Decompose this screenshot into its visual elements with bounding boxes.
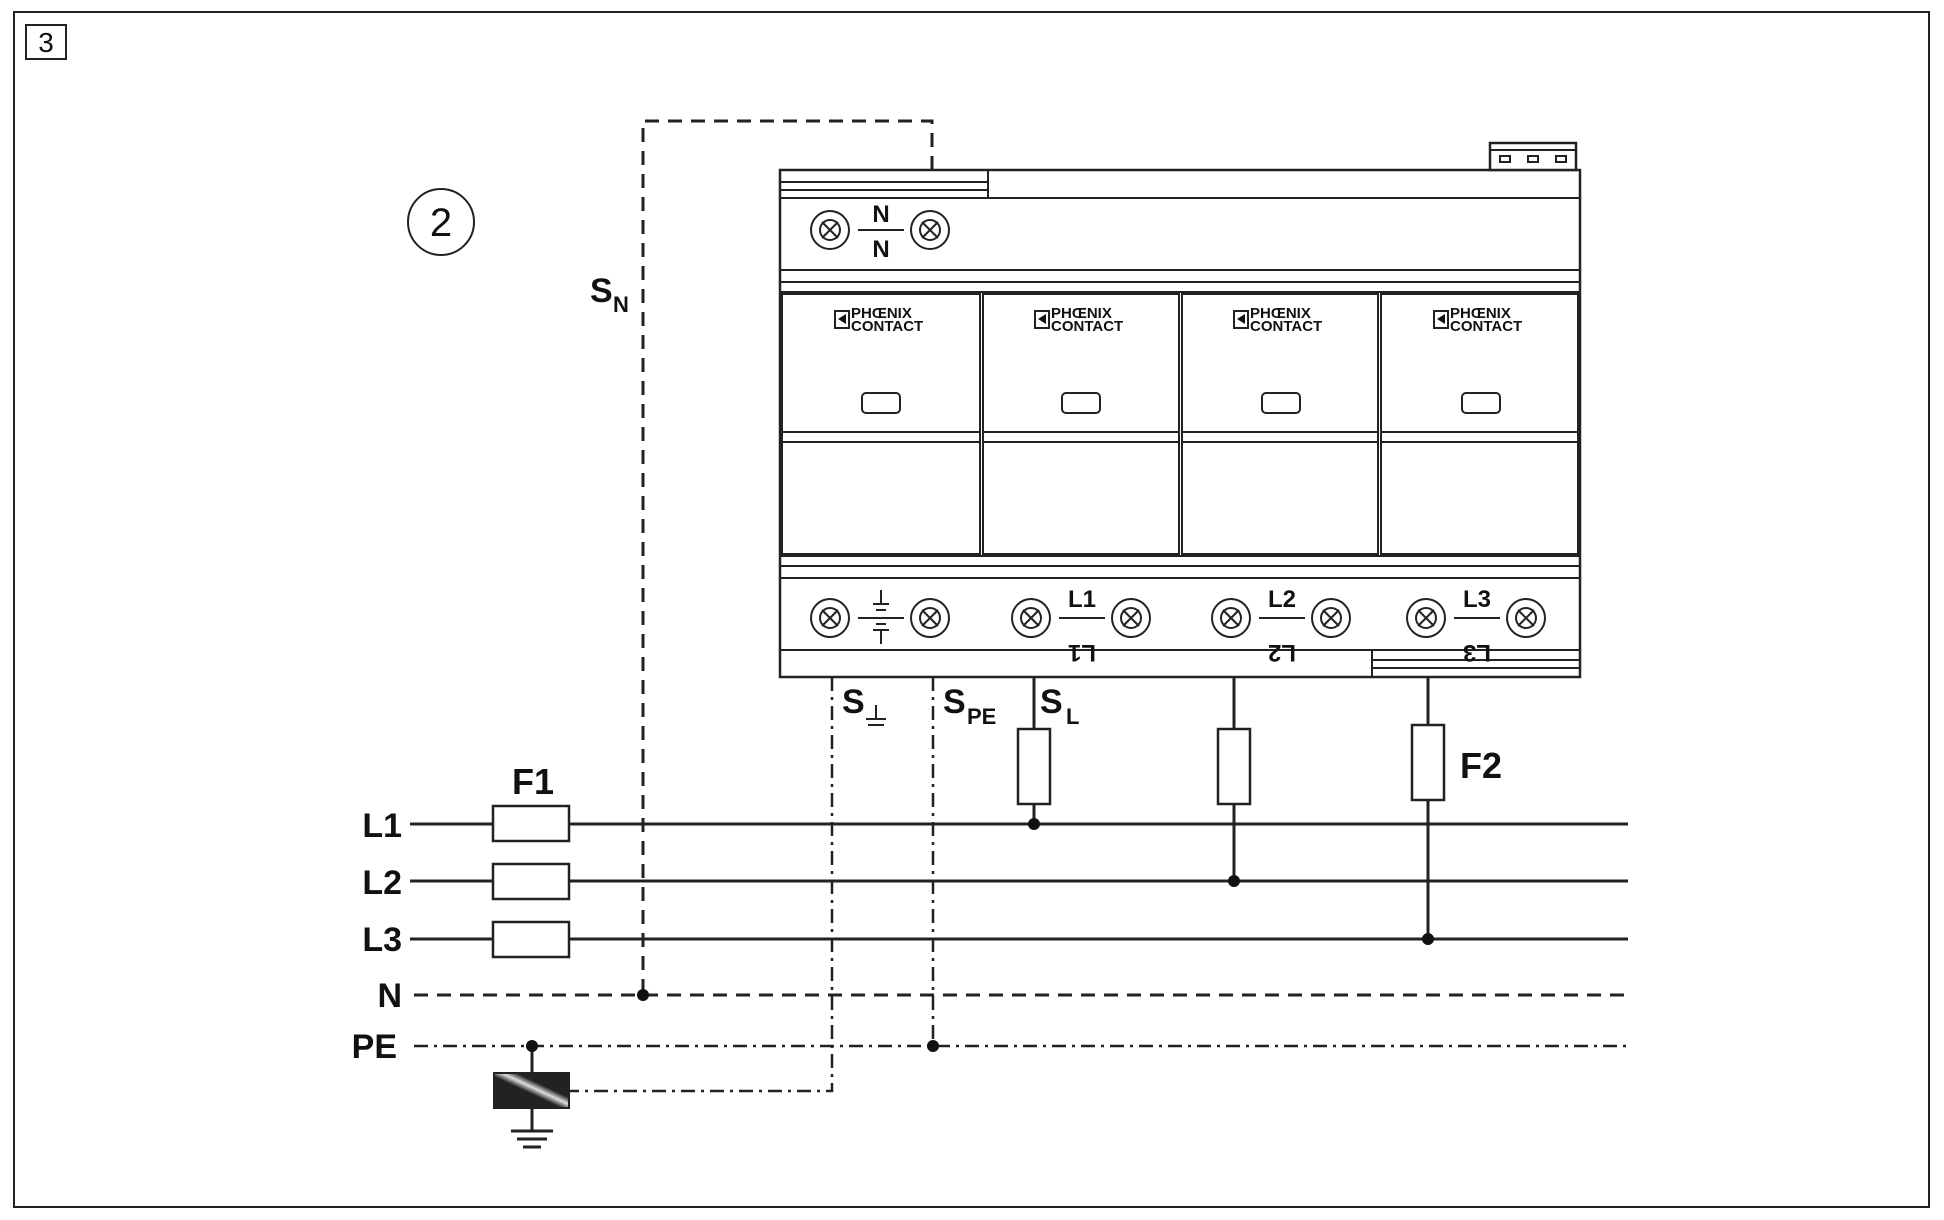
supply-lines: L1 L2 L3 N PE <box>352 807 1628 1066</box>
terminal-l2-upper: L2 <box>1268 586 1296 613</box>
branch-l2 <box>1216 677 1252 887</box>
terminal-l2-lower: L2 <box>1268 639 1296 666</box>
terminal-n-lower: N <box>872 236 889 263</box>
branch-l1 <box>1016 677 1052 830</box>
svg-text:CONTACT: CONTACT <box>851 318 923 335</box>
label-sl-sub: L <box>1066 704 1079 729</box>
protection-modules: PHŒNIX CONTACT PHŒNIX CONTACT <box>781 293 1579 555</box>
label-spe-main: S <box>943 683 966 721</box>
svg-text:PHŒNIX: PHŒNIX <box>1051 305 1112 322</box>
label-sground-main: S <box>842 683 865 721</box>
svg-text:PHŒNIX: PHŒNIX <box>1450 305 1511 322</box>
brand-logo-icon: PHŒNIX CONTACT <box>1233 305 1322 335</box>
terminal-ground <box>810 590 950 644</box>
fuse-f1-l2 <box>491 862 571 901</box>
figure-frame <box>13 11 1930 1208</box>
ground-sub-icon <box>866 705 886 726</box>
connection-spe: S PE <box>927 677 996 1052</box>
label-spe-sub: PE <box>967 704 996 729</box>
label-l2: L2 <box>362 864 402 902</box>
label-l3: L3 <box>362 921 402 959</box>
label-sl-main: S <box>1040 683 1063 721</box>
terminal-l3-upper: L3 <box>1463 586 1491 613</box>
svg-text:CONTACT: CONTACT <box>1250 318 1322 335</box>
fuse-f1-l1 <box>491 804 571 843</box>
callout-number: 2 <box>430 201 452 245</box>
label-f2: F2 <box>1460 745 1502 786</box>
terminal-l1-lower: L1 <box>1068 639 1096 666</box>
branch-l3: F2 <box>1410 677 1502 945</box>
label-sn-main: S <box>590 272 613 310</box>
label-f1: F1 <box>512 761 554 802</box>
callout-2: 2 <box>407 188 475 256</box>
label-pe: PE <box>352 1028 397 1066</box>
terminal-l1-upper: L1 <box>1068 586 1096 613</box>
fuses-f1: F1 <box>491 761 571 959</box>
terminal-l3: L3 L3 <box>1406 586 1546 666</box>
signal-connector <box>1488 141 1578 172</box>
module-2: PHŒNIX CONTACT <box>982 293 1180 555</box>
ground-symbol-icon <box>873 590 889 644</box>
brand-logo-icon: PHŒNIX CONTACT <box>1034 305 1123 335</box>
svg-text:PHŒNIX: PHŒNIX <box>851 305 912 322</box>
surge-protection-device: N N PHŒNIX CONTACT <box>778 141 1582 679</box>
brand-logo-icon: PHŒNIX CONTACT <box>1433 305 1522 335</box>
figure-number-box: 3 <box>25 24 67 60</box>
svg-text:CONTACT: CONTACT <box>1051 318 1123 335</box>
terminal-l1: L1 L1 <box>1011 586 1151 666</box>
earth-electrode <box>493 1040 570 1149</box>
brand-logo-icon: PHŒNIX CONTACT <box>834 305 923 335</box>
module-1: PHŒNIX CONTACT <box>781 293 981 555</box>
label-n: N <box>377 977 402 1015</box>
connection-s-ground: S <box>569 677 886 1093</box>
earth-ground-icon <box>511 1129 553 1149</box>
module-4: PHŒNIX CONTACT <box>1380 293 1579 555</box>
svg-text:PHŒNIX: PHŒNIX <box>1250 305 1311 322</box>
terminal-l2: L2 L2 <box>1211 586 1351 666</box>
fuse-f1-l3 <box>491 920 571 959</box>
figure-number: 3 <box>38 27 54 58</box>
connection-sl: S L <box>1040 683 1079 729</box>
label-sn-sub: N <box>613 292 629 317</box>
terminal-n-upper: N <box>872 201 889 228</box>
svg-text:CONTACT: CONTACT <box>1450 318 1522 335</box>
label-l1: L1 <box>362 807 402 845</box>
terminal-n-top: N N <box>810 201 950 263</box>
terminal-l3-lower: L3 <box>1463 639 1491 666</box>
connection-sn: S N <box>590 119 934 1001</box>
module-3: PHŒNIX CONTACT <box>1181 293 1379 555</box>
